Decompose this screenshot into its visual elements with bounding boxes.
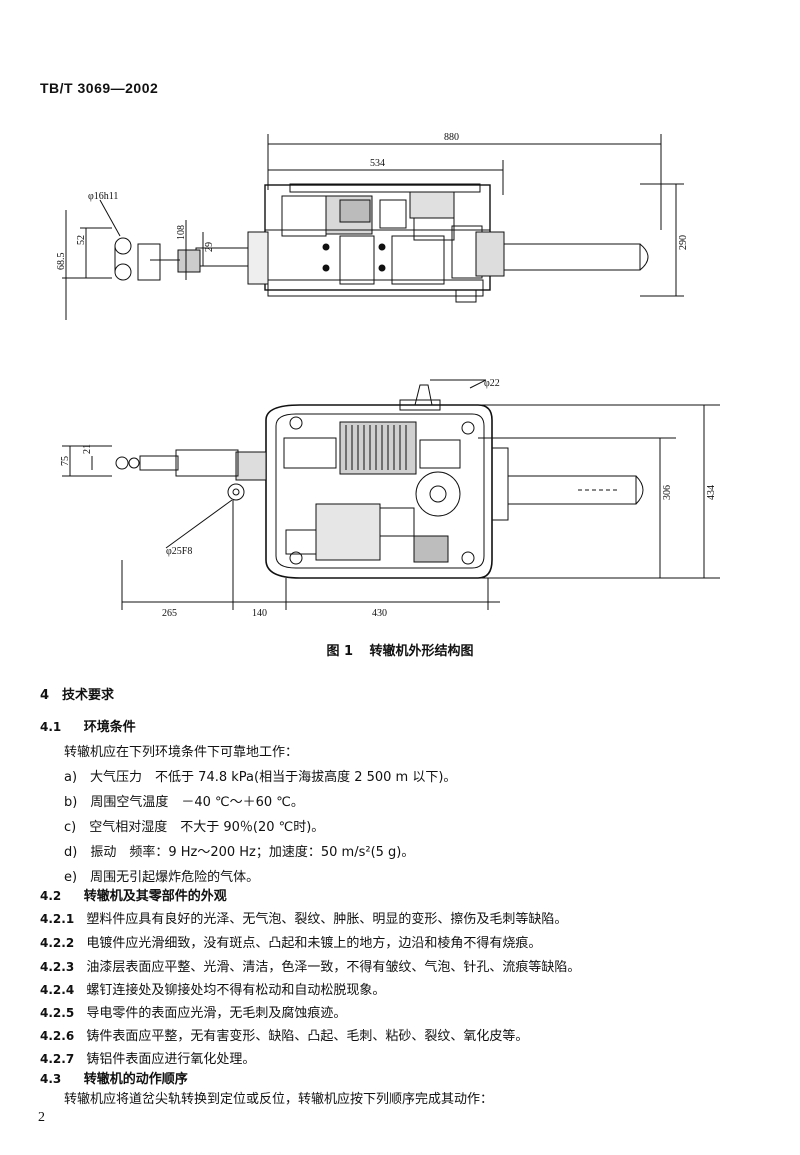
list-item: 4.2.3 油漆层表面应平整、光滑、清洁，色泽一致，不得有皱纹、气泡、针孔、流痕… [40,960,581,975]
dim-290: 290 [678,235,689,250]
section-4-2-heading: 4.2 转辙机及其零部件的外观 [40,885,227,904]
env-item-a: a) 大气压力 不低于 74.8 kPa(相当于海拔高度 2 500 m 以下)… [64,770,457,785]
section-4-2-title: 转辙机及其零部件的外观 [83,889,227,904]
section-4-1-intro: 转辙机应在下列环境条件下可靠地工作： [64,745,299,760]
section-4-3-number: 4.3 [40,1072,62,1086]
dim-434: 434 [706,485,717,500]
dim-430: 430 [372,608,387,619]
page-number: 2 [38,1110,45,1125]
list-item: 4.2.7 铸铝件表面应进行氧化处理。 [40,1052,256,1067]
dim-534: 534 [370,158,385,169]
env-item-b: b) 周围空气温度 －40 ℃～＋60 ℃。 [64,795,304,810]
figure-title: 转辙机外形结构图 [369,644,474,659]
dim-52: 52 [76,235,87,245]
figure-caption: 图 1 转辙机外形结构图 [0,640,800,659]
list-item: 4.2.2 电镀件应光滑细致，没有斑点、凸起和未镀上的地方，边沿和棱角不得有烧痕… [40,936,542,951]
section-4-heading: 4 技术要求 [40,688,115,703]
dim-880: 880 [444,132,459,143]
dim-phi22: φ22 [484,378,500,389]
list-item: 4.2.4 螺钉连接处及铆接处均不得有松动和自动松脱现象。 [40,983,386,998]
dim-108: 108 [176,225,187,240]
switch-machine-drawing: 880 534 φ16h11 68.5 52 108 29 290 φ22 75… [56,132,720,619]
env-item-e: e) 周围无引起爆炸危险的气体。 [64,870,260,885]
dim-68-5: 68.5 [56,253,67,271]
dim-265: 265 [162,608,177,619]
section-4-1-title: 环境条件 [83,720,136,735]
section-4-2-number: 4.2 [40,889,62,903]
section-4-3-title: 转辙机的动作顺序 [83,1072,188,1087]
dim-140: 140 [252,608,267,619]
list-item: 4.2.6 铸件表面应平整，无有害变形、缺陷、凸起、毛刺、粘砂、裂纹、氧化皮等。 [40,1029,529,1044]
section-4-3-intro: 转辙机应将道岔尖轨转换到定位或反位，转辙机应按下列顺序完成其动作： [64,1092,494,1107]
env-item-c: c) 空气相对湿度 不大于 90％(20 ℃时)。 [64,820,325,835]
figure-label: 图 1 [326,644,354,659]
env-item-d: d) 振动 频率：9 Hz～200 Hz；加速度：50 m/s²(5 g)。 [64,845,415,860]
section-4-1-heading: 4.1 环境条件 [40,716,136,735]
document-code-header: TB/T 3069—2002 [40,80,159,96]
list-item: 4.2.1 塑料件应具有良好的光泽、无气泡、裂纹、肿胀、明显的变形、擦伤及毛刺等… [40,912,568,927]
dim-75: 75 [60,456,71,466]
dim-21: 21 [82,444,93,454]
list-item: 4.2.5 导电零件的表面应光滑，无毛刺及腐蚀痕迹。 [40,1006,347,1021]
dim-29: 29 [204,242,215,252]
section-4-3-heading: 4.3 转辙机的动作顺序 [40,1068,188,1087]
dim-phi16h11: φ16h11 [88,191,118,202]
dim-phi25f8: φ25F8 [166,546,192,557]
dim-306: 306 [662,485,673,500]
section-4-1-number: 4.1 [40,720,62,734]
